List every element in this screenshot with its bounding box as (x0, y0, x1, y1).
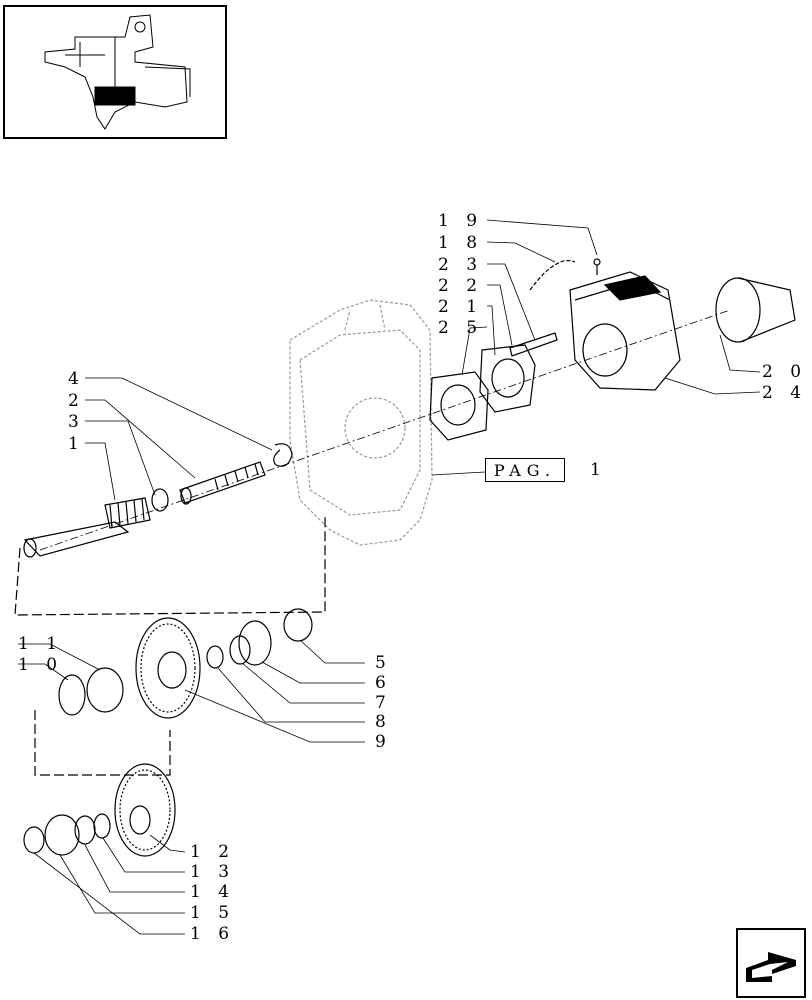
connector-dash-lower (34, 710, 171, 776)
assembly-thumbnail (3, 5, 227, 139)
callout-labels: 1 9 1 8 2 3 2 2 2 1 2 5 2 0 2 4 4 2 3 1 … (18, 211, 807, 944)
back-navigation-button[interactable] (736, 928, 806, 998)
callout-22: 2 2 (438, 276, 483, 296)
callout-10: 1 0 (18, 655, 63, 675)
seal-16 (23, 826, 45, 854)
bolt-23 (509, 332, 558, 357)
callout-15: 1 5 (190, 903, 235, 923)
bearing-15 (44, 814, 80, 856)
ring-8 (206, 645, 224, 669)
clip-4 (273, 443, 293, 467)
ring-13 (93, 813, 111, 839)
splined-shaft (179, 461, 266, 505)
chain-18 (529, 259, 576, 291)
callout-23: 2 3 (438, 255, 483, 275)
callout-6: 6 (375, 673, 392, 693)
callout-4: 4 (68, 369, 85, 389)
pin-19 (593, 258, 601, 266)
gear-9 (135, 617, 201, 719)
callout-25: 2 5 (438, 318, 483, 338)
gear-12 (114, 763, 176, 857)
ring-14 (74, 815, 96, 845)
bearing-6 (238, 620, 272, 666)
gear-10 (58, 674, 86, 716)
callout-21: 2 1 (438, 297, 483, 317)
callout-14: 1 4 (190, 882, 235, 902)
connector-dash-upper (14, 515, 326, 616)
snap-ring-3 (151, 488, 169, 512)
ring-7 (229, 635, 251, 665)
callout-18: 1 8 (438, 233, 483, 253)
callout-1: 1 (68, 434, 85, 454)
callout-8: 8 (375, 712, 392, 732)
callout-19: 1 9 (438, 211, 483, 231)
gasket-21 (479, 344, 536, 413)
page-reference-number: 1 (590, 460, 601, 480)
transmission-housing (289, 299, 433, 546)
output-shaft (23, 497, 151, 558)
callout-11: 1 1 (18, 634, 63, 654)
callout-2: 2 (68, 391, 85, 411)
callout-13: 1 3 (190, 862, 235, 882)
callout-9: 9 (375, 732, 392, 752)
leader-lines (18, 219, 761, 935)
page-reference-label: PAG. (493, 460, 557, 480)
gear-11 (86, 667, 124, 713)
assembly-thumbnail-icon (44, 14, 191, 130)
callout-24: 2 4 (762, 383, 807, 403)
protective-cap (715, 277, 796, 343)
callout-12: 1 2 (190, 842, 235, 862)
back-arrow-icon (746, 952, 796, 982)
bearing-5 (283, 608, 313, 642)
pto-cover (569, 271, 681, 391)
callout-3: 3 (68, 412, 85, 432)
callout-16: 1 6 (190, 924, 235, 944)
callout-7: 7 (375, 693, 392, 713)
callout-20: 2 0 (762, 362, 807, 382)
callout-5: 5 (375, 653, 392, 673)
page-reference-link[interactable]: PAG. (485, 458, 565, 482)
gasket-25 (429, 371, 489, 441)
